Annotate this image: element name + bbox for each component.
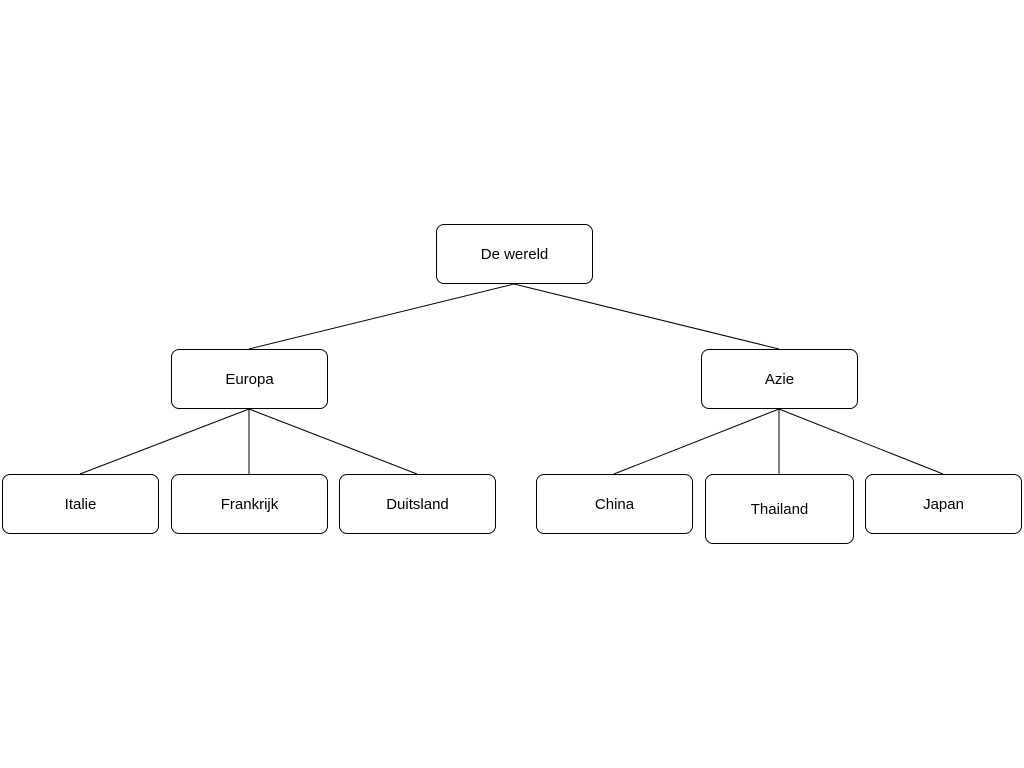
edge-europa-duitsland <box>248 408 418 475</box>
node-label: China <box>594 495 635 513</box>
node-label: Frankrijk <box>220 495 279 513</box>
node-label: De wereld <box>480 245 549 263</box>
node-italie: Italie <box>2 474 159 534</box>
node-china: China <box>536 474 693 534</box>
node-label: Thailand <box>750 500 809 518</box>
node-de-wereld: De wereld <box>436 224 593 284</box>
node-duitsland: Duitsland <box>339 474 496 534</box>
edge-azie-china <box>613 408 780 475</box>
edge-root-azie <box>513 283 780 350</box>
node-label: Azie <box>764 370 795 388</box>
edge-root-europa <box>248 283 515 350</box>
node-label: Italie <box>64 495 97 513</box>
node-thailand: Thailand <box>705 474 854 544</box>
edge-azie-japan <box>778 408 944 475</box>
node-japan: Japan <box>865 474 1022 534</box>
node-frankrijk: Frankrijk <box>171 474 328 534</box>
edge-europa-italie <box>79 408 250 475</box>
node-label: Japan <box>923 495 964 513</box>
node-europa: Europa <box>171 349 328 409</box>
node-label: Europa <box>225 370 274 388</box>
node-label: Duitsland <box>386 495 449 513</box>
node-azie: Azie <box>701 349 858 409</box>
